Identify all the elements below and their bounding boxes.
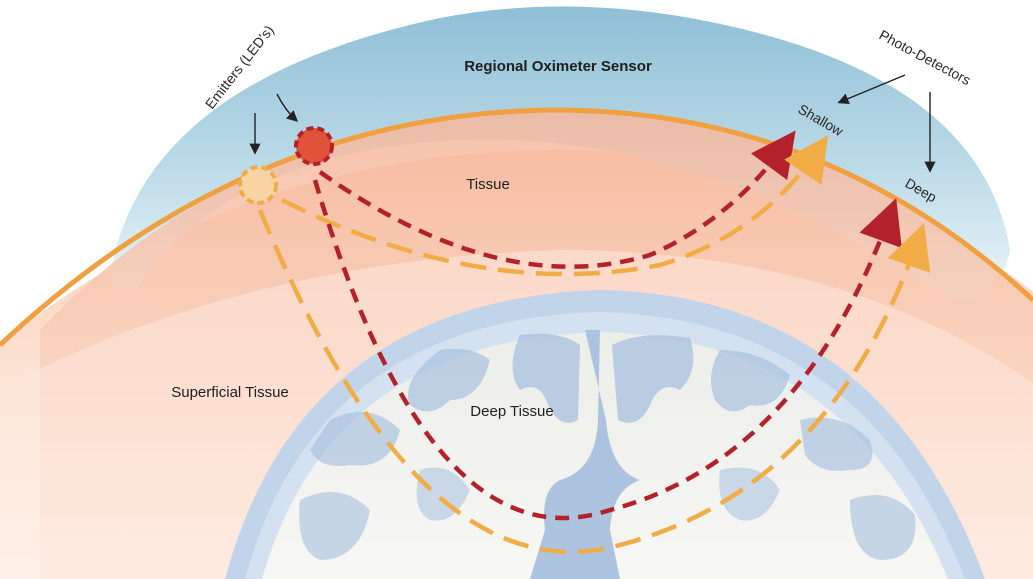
sensor-label: Regional Oximeter Sensor xyxy=(464,58,652,75)
deep-tissue-label: Deep Tissue xyxy=(470,403,553,420)
led-emitter-red-icon xyxy=(296,128,332,164)
tissue-label: Tissue xyxy=(466,176,510,193)
photo-detectors-label: Photo-Detectors xyxy=(877,27,974,89)
superficial-tissue-label: Superficial Tissue xyxy=(171,384,289,401)
led-emitter-orange-icon xyxy=(240,167,276,203)
